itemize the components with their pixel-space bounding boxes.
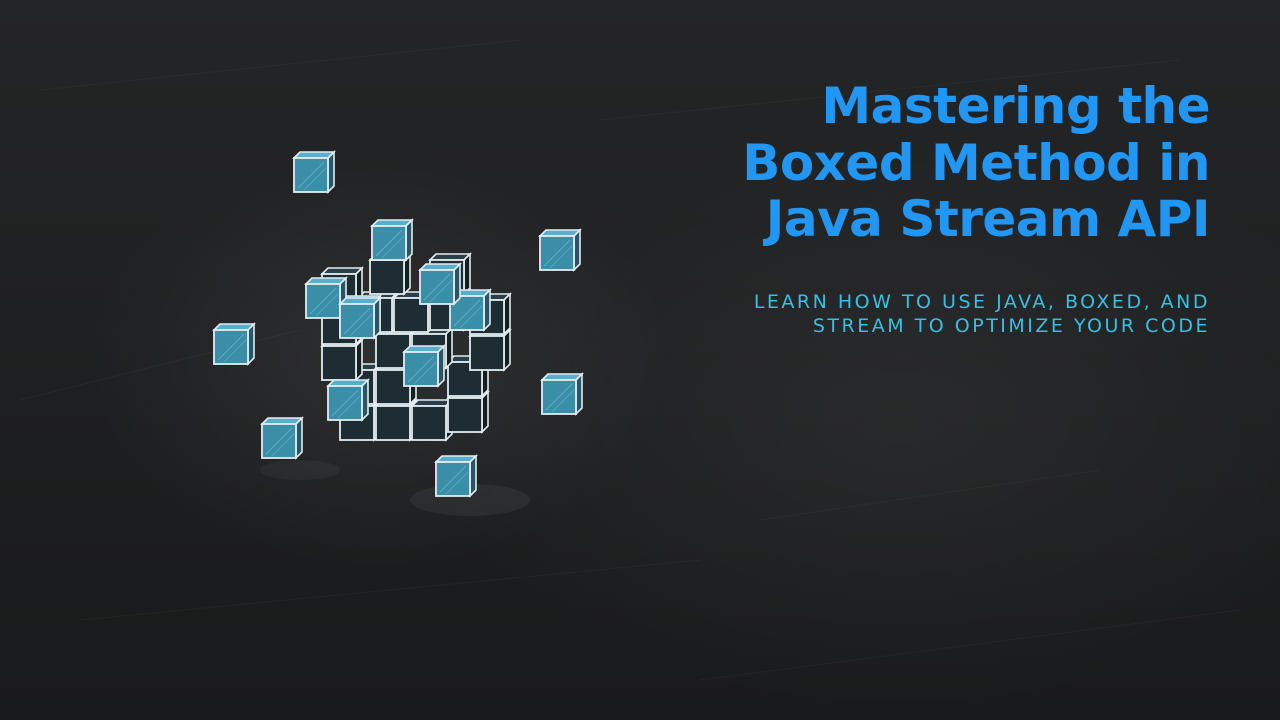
slide-title: Mastering the Boxed Method in Java Strea…: [742, 77, 1210, 248]
slide-subtitle: LEARN HOW TO USE JAVA, BOXED, AND STREAM…: [753, 290, 1210, 338]
title-block: Mastering the Boxed Method in Java Strea…: [740, 78, 1210, 339]
chalk-cube-cluster-icon: [213, 151, 583, 497]
